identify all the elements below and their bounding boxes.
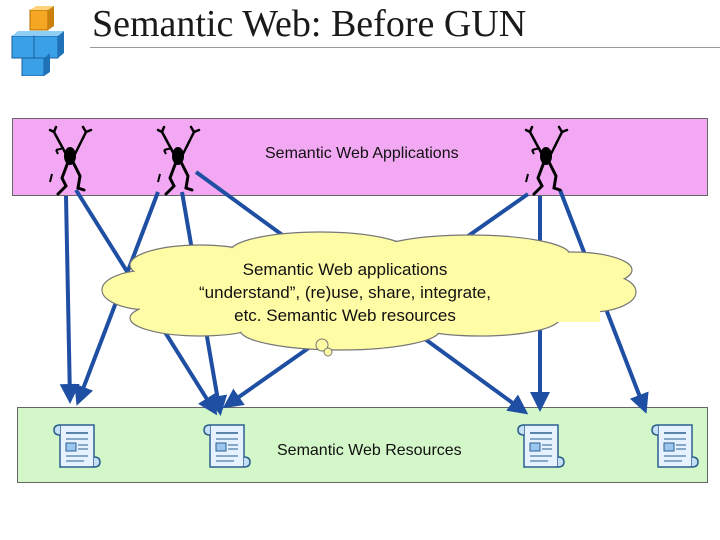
cloud-line-3: etc. Semantic Web resources (234, 306, 456, 325)
application-agent-icon-3 (524, 125, 569, 196)
applications-box (12, 118, 708, 196)
resource-document-icon-2 (203, 424, 251, 468)
application-agent-icon-2 (156, 125, 201, 196)
cloud-text: Semantic Web applications “understand”, … (150, 258, 540, 327)
resources-box (17, 407, 708, 483)
resource-document-icon-4 (651, 424, 699, 468)
resources-label: Semantic Web Resources (277, 442, 462, 459)
resource-document-icon-3 (517, 424, 565, 468)
arrow-app1-res1 (59, 195, 80, 404)
thought-bubbles (315, 338, 333, 357)
cube-stack-logo-icon (11, 6, 64, 76)
title-divider (90, 47, 720, 48)
cloud-line-2: “understand”, (re)use, share, integrate, (199, 283, 491, 302)
page-title: Semantic Web: Before GUN (92, 3, 527, 45)
cloud-line-1: Semantic Web applications (242, 260, 448, 279)
resource-document-icon-1 (53, 424, 101, 468)
application-agent-icon-1 (48, 125, 93, 196)
applications-label: Semantic Web Applications (265, 145, 459, 162)
